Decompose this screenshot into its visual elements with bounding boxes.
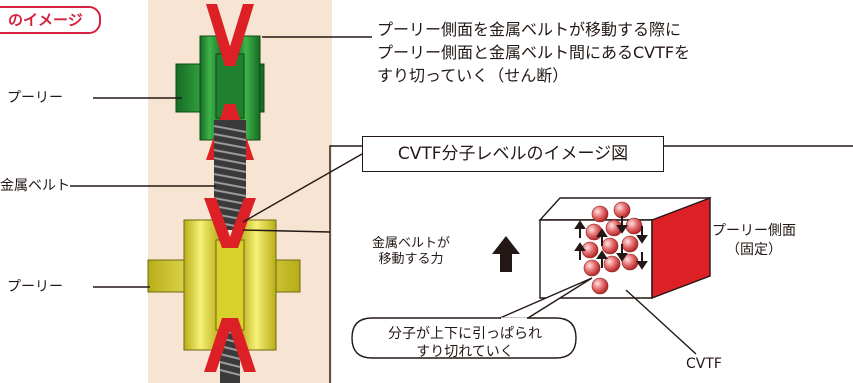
pulley-side-label-line2: （固定） xyxy=(726,242,782,258)
force-label-line2: 移動する力 xyxy=(378,252,444,267)
metal-belt-label: 金属ベルト xyxy=(0,178,70,194)
molecule xyxy=(583,259,601,277)
lower-pulley-sheave-right xyxy=(239,219,277,351)
force-label: 金属ベルトが 移動する力 xyxy=(372,236,450,268)
lower-pulley xyxy=(147,198,301,372)
bubble-text: 分子が上下に引っぱられ すり切れていく xyxy=(370,325,560,361)
pulley-side-label-line1: プーリー側面 xyxy=(712,223,796,239)
cvtf-leader xyxy=(625,289,697,355)
molecule xyxy=(601,237,619,255)
shear-note-line1: プーリー側面を金属ベルトが移動する際に xyxy=(377,20,682,39)
shear-note-line3: すり切っていく（せん断） xyxy=(377,66,569,85)
molecule xyxy=(613,201,631,219)
upper-pulley-face-top-right xyxy=(224,4,254,66)
lower-pulley-face-top xyxy=(204,198,234,248)
molecule-arrows xyxy=(574,216,648,270)
pulley-side-face xyxy=(651,196,711,300)
lower-pulley-face-top-right xyxy=(226,198,256,248)
force-label-line1: 金属ベルトが xyxy=(372,236,451,251)
detail-title: CVTF分子レベルのイメージ図 xyxy=(362,136,664,172)
pulley-side-label: プーリー側面 （固定） xyxy=(712,222,796,260)
pulley-bottom-label: プーリー xyxy=(7,279,63,295)
pulley-top-label: プーリー xyxy=(7,90,63,106)
lower-pulley-face-bottom xyxy=(204,318,234,372)
section-title-tag: のイメージ xyxy=(0,6,101,34)
lower-pulley-face-bottom-right xyxy=(226,318,256,372)
lower-pulley-sheave-left xyxy=(183,219,221,351)
molecule-bubble xyxy=(351,277,593,359)
bubble-text-line1: 分子が上下に引っぱられ xyxy=(388,326,542,342)
molecule xyxy=(591,277,609,295)
shear-note-line2: プーリー側面と金属ベルト間にあるCVTFを xyxy=(377,43,691,62)
cvtf-label: CVTF xyxy=(686,356,722,372)
lower-pulley-hub xyxy=(215,239,245,331)
cvtf-molecules xyxy=(581,201,643,295)
molecule xyxy=(621,235,639,253)
molecule xyxy=(603,255,621,273)
force-arrow xyxy=(492,236,520,272)
molecule xyxy=(591,205,609,223)
bubble-text-line2: すり切れていく xyxy=(416,344,514,360)
molecule xyxy=(625,217,643,235)
upper-pulley-face-top xyxy=(206,4,236,66)
detail-callout xyxy=(242,145,853,383)
shear-note: プーリー側面を金属ベルトが移動する際に プーリー側面と金属ベルト間にあるCVTF… xyxy=(377,18,690,87)
